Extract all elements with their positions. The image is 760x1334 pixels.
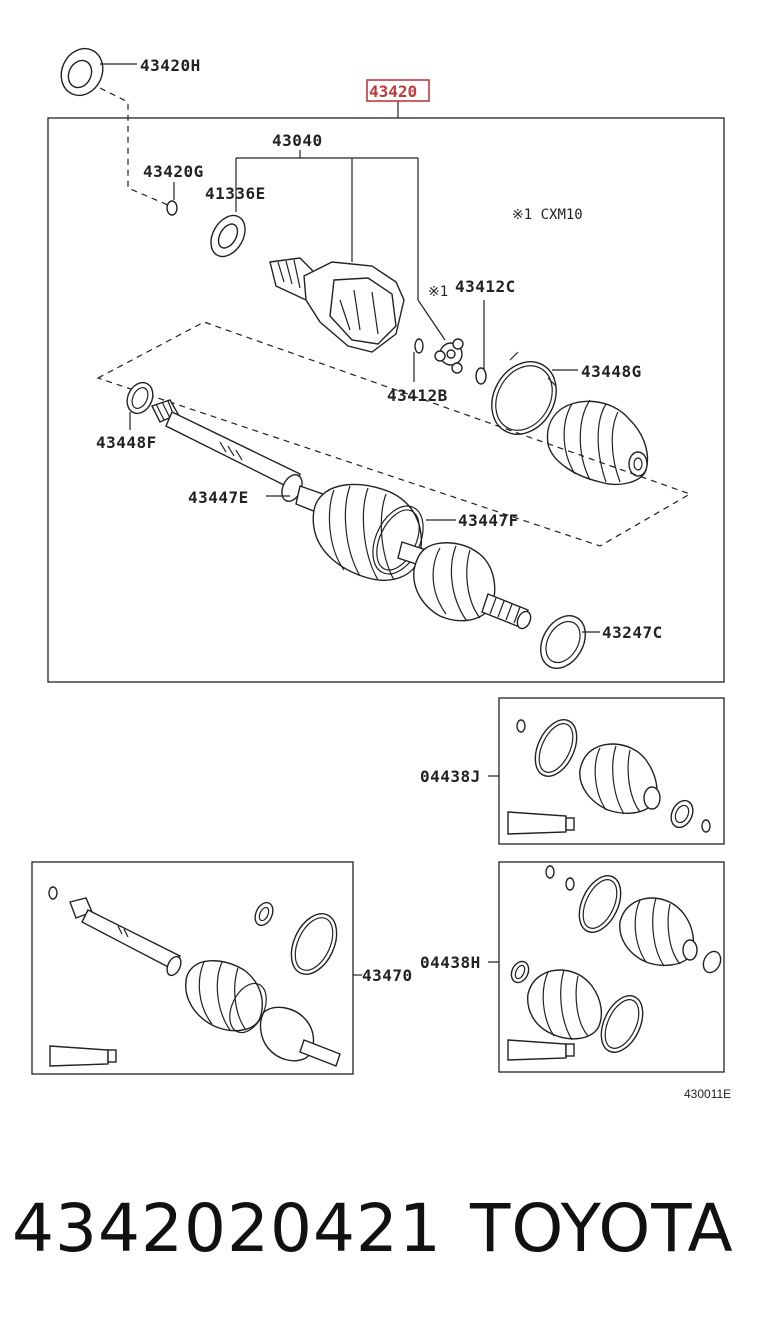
- assembly-frame: [47, 117, 725, 683]
- label-04438J: 04438J: [420, 767, 481, 786]
- label-43470: 43470: [362, 966, 413, 985]
- seal-43420H-part: [60, 47, 104, 97]
- kit-04438H-parts: [507, 865, 722, 1061]
- kit-43470-parts: [48, 886, 341, 1067]
- main-part-number: 43420: [369, 82, 417, 101]
- label-43420H: 43420H: [140, 56, 201, 75]
- label-41336E: 41336E: [205, 184, 266, 203]
- figure-code: 430011E: [684, 1087, 731, 1101]
- kit-43470-frame: [31, 861, 354, 1075]
- ring-43420G-part: [166, 200, 178, 216]
- label-43447F: 43447F: [458, 511, 519, 530]
- mark-note: ※1: [428, 284, 448, 300]
- kit-04438H-frame: [498, 861, 725, 1073]
- label-43447E: 43447E: [188, 488, 249, 507]
- tripod-part: [434, 338, 464, 374]
- clip-43412C-part: [475, 367, 487, 385]
- brand-footer: TOYOTA: [470, 1190, 734, 1267]
- label-43448G: 43448G: [581, 362, 642, 381]
- note-cxm10: ※1 CXM10: [512, 207, 583, 223]
- inboard-housing-part: [269, 257, 405, 353]
- main-part-highlight: [366, 79, 430, 102]
- kit-04438J-frame: [498, 697, 725, 845]
- clip-43412B-part: [414, 338, 424, 354]
- ring-43247C-part: [540, 615, 586, 669]
- band-43448F-part: [126, 381, 154, 415]
- washer-41336E-part: [210, 214, 246, 258]
- label-43420G: 43420G: [143, 162, 204, 181]
- inboard-boot-part: [546, 399, 649, 486]
- label-43247C: 43247C: [602, 623, 663, 642]
- drive-shaft-part: [151, 399, 532, 630]
- parts-diagram: 43420H 43420 43040 43420G 41336E ※1 CXM1…: [31, 47, 731, 1101]
- label-43412C: 43412C: [455, 277, 516, 296]
- label-43040: 43040: [272, 131, 323, 150]
- label-43412B: 43412B: [387, 386, 448, 405]
- part-number-footer: 4342020421: [12, 1190, 442, 1267]
- band-43448G-part: [491, 351, 557, 435]
- label-04438H: 04438H: [420, 953, 481, 972]
- kit-04438J-parts: [507, 719, 711, 835]
- label-43448F: 43448F: [96, 433, 157, 452]
